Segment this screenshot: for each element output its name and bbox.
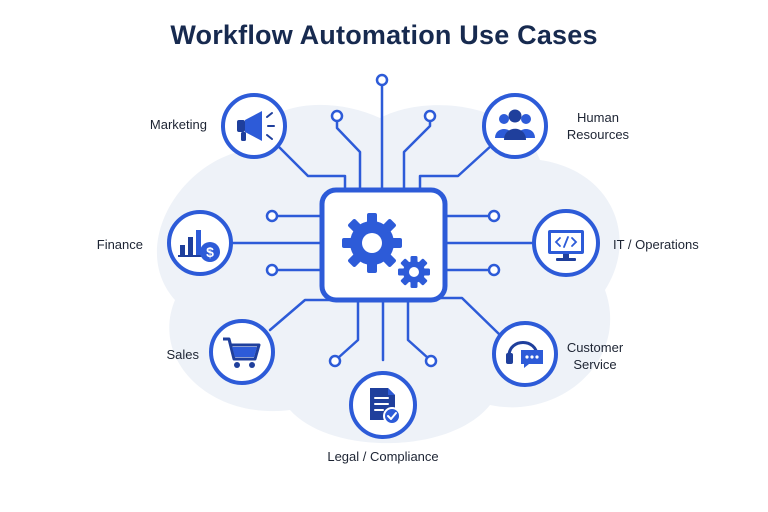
label-it-operations: IT / Operations xyxy=(613,237,699,252)
node-human-resources xyxy=(482,93,548,159)
label-legal-compliance: Legal / Compliance xyxy=(327,449,439,464)
label-marketing: Marketing xyxy=(149,117,207,132)
gears-icon xyxy=(342,213,430,288)
diagram-title: Workflow Automation Use Cases xyxy=(170,20,598,50)
svg-text:$: $ xyxy=(206,244,214,260)
monitor-code-icon xyxy=(548,230,584,261)
shopping-cart-icon xyxy=(223,337,261,368)
label-customer-service: Customer Service xyxy=(566,340,624,372)
label-sales: Sales xyxy=(166,347,199,362)
label-human-resources: Human Resources xyxy=(566,110,630,142)
document-check-icon xyxy=(370,388,401,425)
headset-chat-icon xyxy=(506,341,543,368)
megaphone-icon xyxy=(237,111,275,141)
circuit-lines xyxy=(230,82,534,362)
people-group-icon xyxy=(495,109,535,140)
circuit-nodes xyxy=(265,73,501,368)
label-finance: Finance xyxy=(96,237,143,252)
bar-chart-dollar-icon: $ xyxy=(178,230,220,262)
automation-hub xyxy=(319,187,448,303)
